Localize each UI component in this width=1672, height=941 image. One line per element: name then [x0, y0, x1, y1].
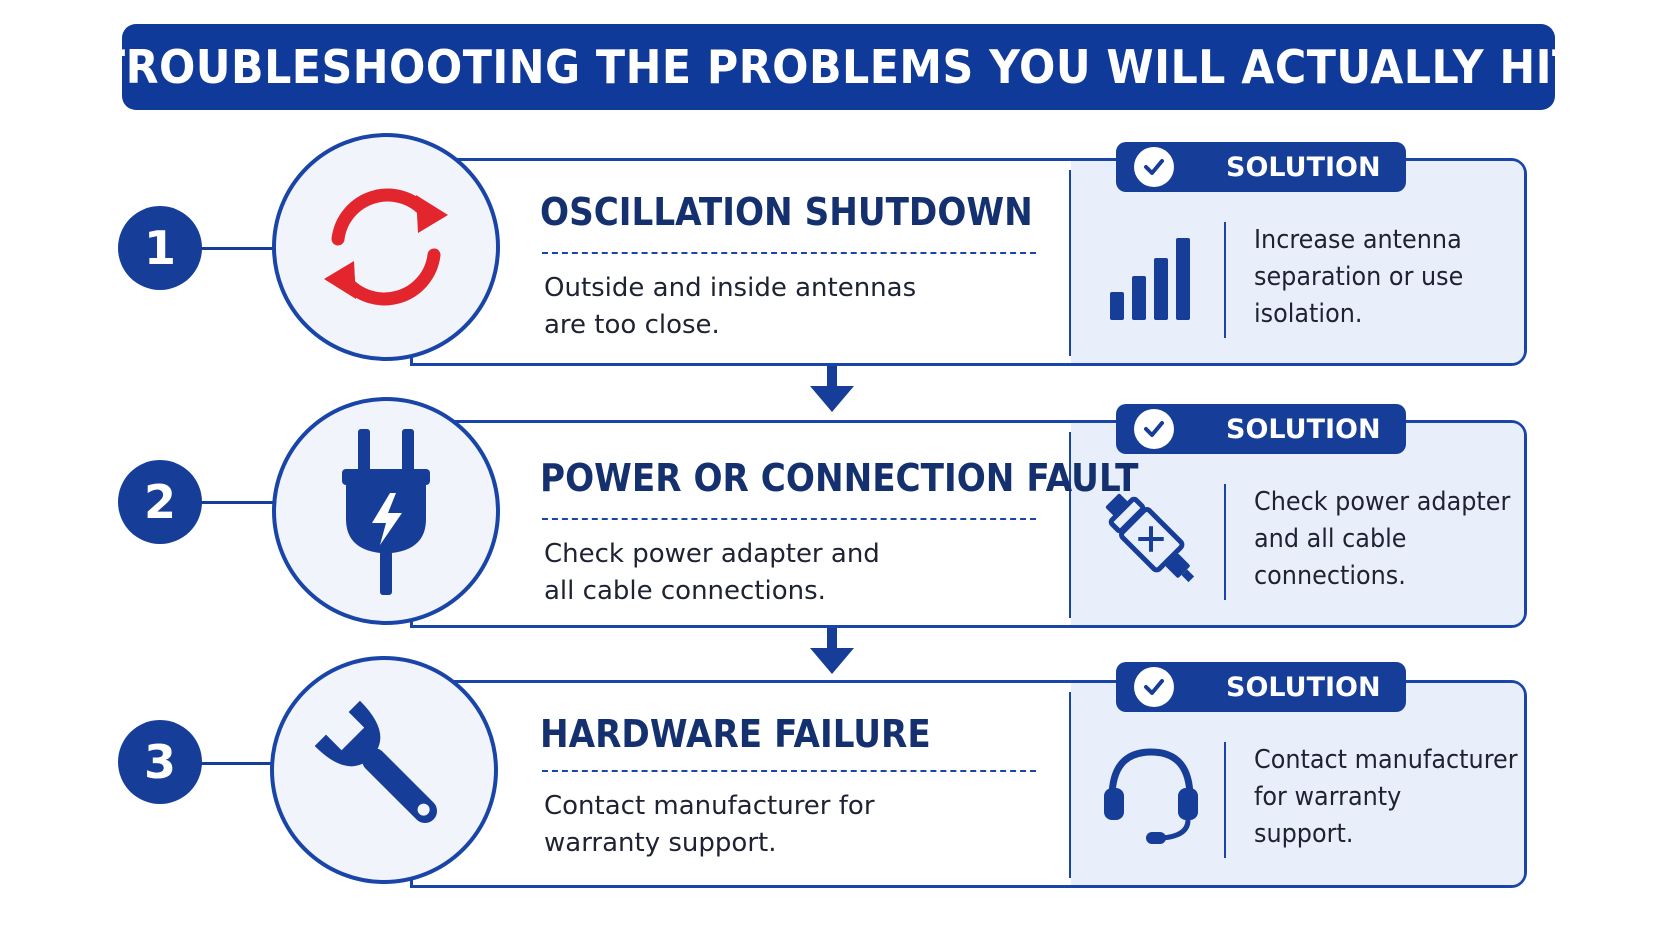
solution-text: Increase antenna separation or use isola…	[1254, 225, 1464, 329]
step-number-badge: 1	[118, 206, 202, 290]
problem-description: Contact manufacturer for warranty suppor…	[544, 791, 875, 858]
step-connector	[200, 501, 280, 504]
solution-text: Contact manufacturer for warranty suppor…	[1254, 745, 1518, 849]
card-divider	[1069, 170, 1071, 356]
step-number-badge: 3	[118, 720, 202, 804]
step-connector	[200, 247, 280, 250]
solution-badge: SOLUTION	[1116, 404, 1406, 454]
solution-text: Check power adapter and all cable connec…	[1254, 487, 1511, 591]
checkmark-icon	[1134, 409, 1174, 449]
problem-title: OSCILLATION SHUTDOWN	[540, 190, 1033, 234]
checkmark-icon	[1134, 667, 1174, 707]
card-divider	[1069, 432, 1071, 618]
problem-title: POWER OR CONNECTION FAULT	[540, 456, 1139, 500]
problem-icon-circle	[270, 656, 498, 884]
wrench-icon	[314, 700, 438, 824]
page-title: TROUBLESHOOTING THE PROBLEMS YOU WILL AC…	[95, 40, 1582, 94]
cable-connector-icon	[1105, 493, 1195, 583]
title-divider	[542, 252, 1036, 254]
title-divider	[542, 518, 1036, 520]
card-divider	[1069, 692, 1071, 878]
step-number-badge: 2	[118, 460, 202, 544]
problem-title: HARDWARE FAILURE	[540, 712, 931, 756]
solution-badge: SOLUTION	[1116, 662, 1406, 712]
problem-description: Outside and inside antennas are too clos…	[544, 273, 917, 340]
solution-divider	[1224, 222, 1226, 338]
checkmark-icon	[1134, 147, 1174, 187]
solution-panel	[1071, 161, 1524, 363]
solution-label: SOLUTION	[1226, 671, 1381, 703]
solution-divider	[1224, 742, 1226, 858]
flow-arrow-icon	[810, 366, 854, 412]
step-connector	[200, 762, 280, 765]
solution-panel	[1071, 683, 1524, 885]
title-divider	[542, 770, 1036, 772]
solution-label: SOLUTION	[1226, 151, 1381, 183]
flow-arrow-icon	[810, 628, 854, 674]
signal-bars-icon	[1110, 238, 1190, 320]
problem-description: Check power adapter and all cable connec…	[544, 539, 880, 606]
power-plug-icon	[342, 429, 430, 595]
problem-icon-circle	[272, 133, 500, 361]
solution-divider	[1224, 484, 1226, 600]
headset-icon	[1104, 748, 1198, 844]
problem-icon-circle	[272, 397, 500, 625]
refresh-cycle-icon	[324, 188, 448, 306]
header-banner: TROUBLESHOOTING THE PROBLEMS YOU WILL AC…	[96, 24, 1581, 110]
solution-label: SOLUTION	[1226, 413, 1381, 445]
solution-panel	[1071, 423, 1524, 625]
solution-badge: SOLUTION	[1116, 142, 1406, 192]
